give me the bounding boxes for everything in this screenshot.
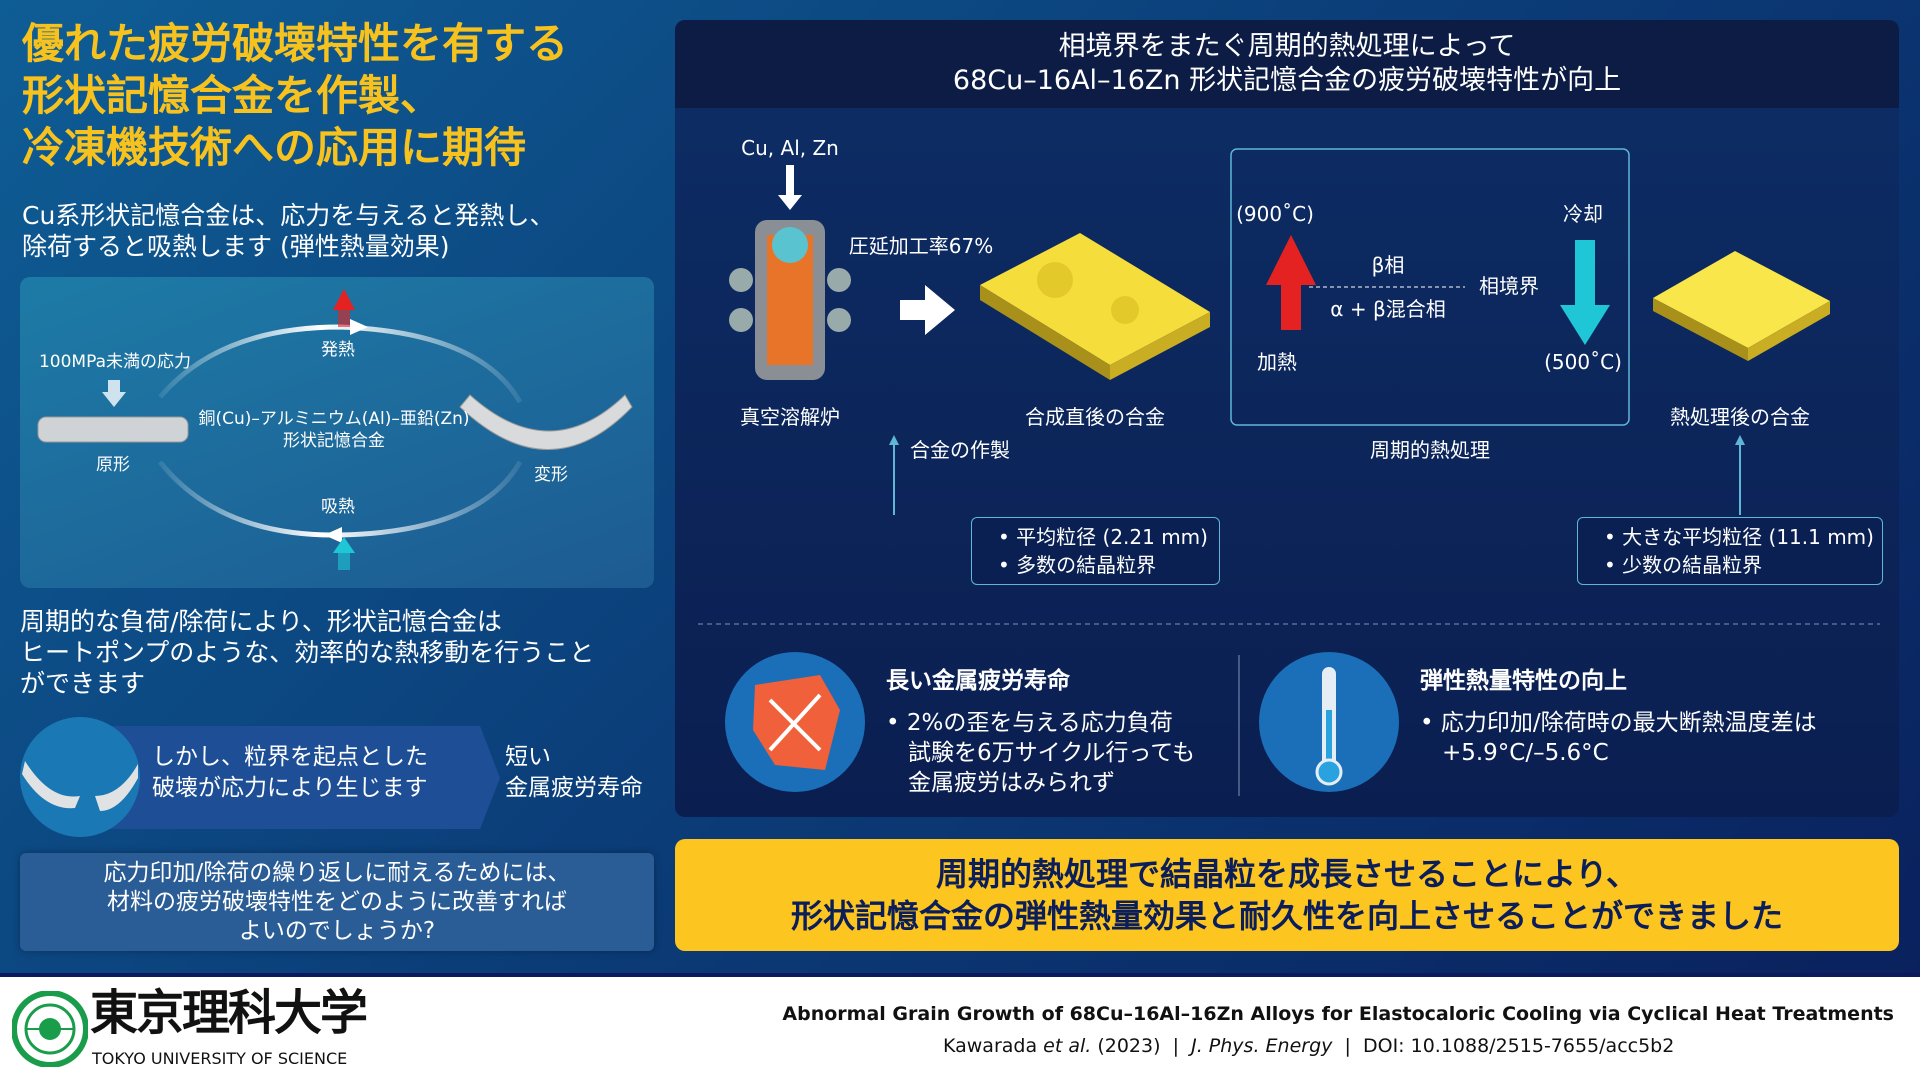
as-made-label: 合成直後の合金 [1025,405,1165,429]
heat-pump-paragraph: 周期的な負荷/除荷により、形状記憶合金はヒートポンプのような、効率的な熱移動を行… [20,607,595,698]
question-box: 応力印加/除荷の繰り返しに耐えるためには、材料の疲労破壊特性をどのように改善すれ… [20,853,654,951]
paper-title: Abnormal Grain Growth of 68Cu–16Al–16Zn … [782,1003,1894,1025]
broken-rod-icon [20,717,140,837]
alloy-making-label: 合金の作製 [910,438,1010,462]
info-box-as-made: 平均粒径 (2.21 mm)多数の結晶粒界 [971,517,1220,585]
short-fatigue-life: 短い金属疲労寿命 [505,744,643,801]
stress-label: 100MPa未満の応力 [38,352,192,372]
heat-treatment-box [1230,148,1630,426]
conclusion-banner: 周期的熱処理で結晶粒を成長させることにより、形状記憶合金の弾性熱量効果と耐久性を… [675,839,1899,951]
heat-absorb-label: 吸熱 [321,497,355,517]
heating-label: 加熱 [1257,350,1297,374]
arrow-right-icon [350,319,368,335]
alloy-label-2: 形状記憶合金 [283,431,385,451]
feature-fatigue: 長い金属疲労寿命 • 2%の歪を与える応力負荷 試験を6万サイクル行っても 金属… [886,668,1196,796]
process-graphics [698,148,1880,796]
vacuum-furnace-icon [729,220,851,380]
after-treatment-label: 熱処理後の合金 [1670,405,1810,429]
university-seal-logo [12,991,88,1067]
original-label: 原形 [96,455,130,475]
high-temp-label: (900˚C) [1236,202,1314,226]
deformed-rod-icon [459,394,633,450]
process-arrow-icon [900,285,955,335]
elastocaloric-cycle-diagram: 100MPa未満の応力 原形 変形 発熱 吸熱 銅(Cu)–アルミニウム(Al)… [20,277,654,588]
main-title: 優れた疲労破壊特性を有する形状記憶合金を作製、冷凍機技術への応用に期待 [22,19,569,172]
phase-boundary-label: 相境界 [1479,274,1539,298]
down-arrow-icon [778,165,802,210]
arrow-left-icon [324,527,342,543]
university-name-en: TOKYO UNIVERSITY OF SCIENCE [92,1049,348,1068]
elements-label: Cu, Al, Zn [741,136,839,160]
cyclic-heat-treatment-label: 周期的熱処理 [1370,438,1490,462]
university-name-jp: 東京理科大学 [90,985,368,1041]
feature-elastocaloric: 弾性熱量特性の向上 • 応力印加/除荷時の最大断熱温度差は +5.9°C/–5.… [1420,668,1817,766]
original-rod-icon [37,416,189,443]
thermometer-icon [1315,667,1343,786]
heat-release-arrow-icon [333,289,355,310]
deformed-label: 変形 [534,465,568,485]
heat-absorb-arrow-icon [333,537,355,553]
heat-treated-alloy-icon [1653,251,1830,361]
alloy-label: 銅(Cu)–アルミニウム(Al)–亜鉛(Zn) [198,409,470,429]
heat-release-label: 発熱 [321,340,355,360]
low-temp-label: (500˚C) [1544,350,1622,374]
mixed-phase-label: α + β混合相 [1330,297,1446,321]
footer: 東京理科大学 TOKYO UNIVERSITY OF SCIENCE Abnor… [0,973,1920,1080]
cooling-label: 冷却 [1563,202,1603,226]
rolling-label: 圧延加工率67% [848,234,994,258]
furnace-label: 真空溶解炉 [740,405,840,429]
stress-arrow-icon [102,380,126,407]
info-box-after: 大きな平均粒径 (11.1 mm)少数の結晶粒界 [1577,517,1883,585]
as-synthesized-alloy-icon [980,233,1210,380]
cooling-arrow-icon [1560,240,1610,345]
cycle-arrows [37,289,633,570]
heating-arrow-icon [1266,235,1316,330]
beta-phase-label: β相 [1371,253,1405,277]
citation: Kawarada et al. (2023) | J. Phys. Energy… [943,1035,1675,1057]
fracture-banner: しかし、粒界を起点とした破壊が応力により生じます 短い金属疲労寿命 [20,716,660,839]
subtitle: Cu系形状記憶合金は、応力を与えると発熱し、除荷すると吸熱します (弾性熱量効果… [22,201,555,261]
doi-link[interactable]: DOI: 10.1088/2515-7655/acc5b2 [1362,1035,1675,1057]
